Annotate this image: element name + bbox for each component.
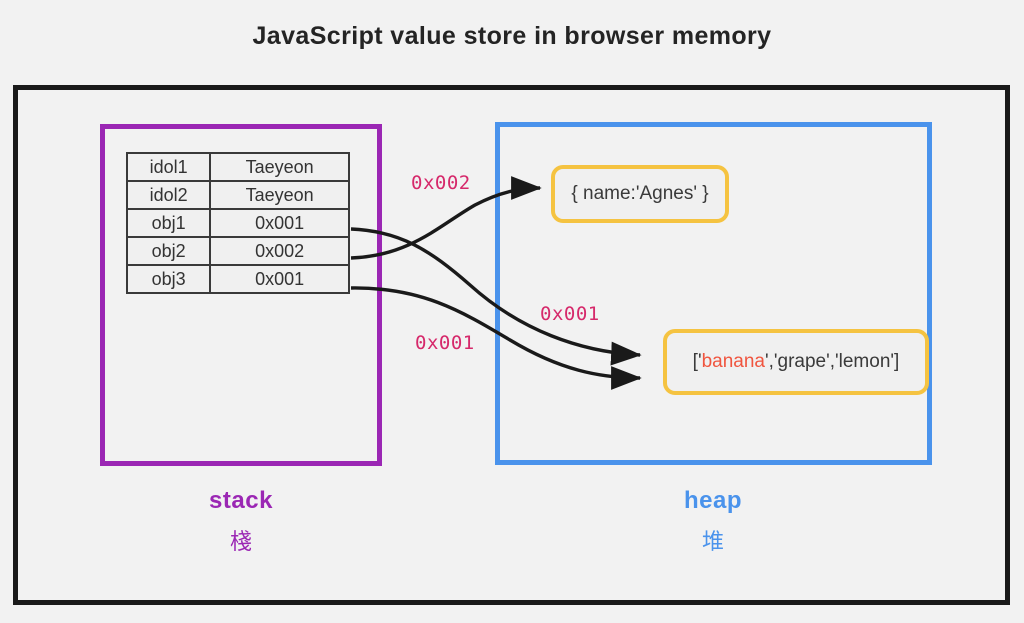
table-row: idol1 Taeyeon xyxy=(125,152,350,182)
array-suffix: ','grape','lemon'] xyxy=(764,351,900,372)
pointer-label-obj3: 0x001 xyxy=(415,332,475,354)
stack-row-key: obj3 xyxy=(125,264,212,294)
stack-table: idol1 Taeyeon idol2 Taeyeon obj1 0x001 o… xyxy=(125,152,350,294)
table-row: obj2 0x002 xyxy=(125,236,350,266)
stack-row-value: 0x001 xyxy=(209,208,350,238)
pointer-label-obj2: 0x002 xyxy=(411,172,471,194)
stack-caption-en: stack xyxy=(209,487,273,514)
stack-row-value: 0x002 xyxy=(209,236,350,266)
page-title: JavaScript value store in browser memory xyxy=(252,22,772,50)
stack-row-value: 0x001 xyxy=(209,264,350,294)
stack-row-key: obj2 xyxy=(125,236,212,266)
array-highlight-banana: banana xyxy=(701,351,765,372)
heap-caption-en: heap xyxy=(683,487,742,514)
heap-object-text: { name:'Agnes' } xyxy=(571,183,709,204)
table-row: idol2 Taeyeon xyxy=(125,180,350,210)
table-row: obj1 0x001 xyxy=(125,208,350,238)
heap-object-array: ['banana','grape','lemon'] xyxy=(663,329,929,395)
stack-row-key: idol1 xyxy=(125,152,212,182)
stack-caption-cjk: 棧 xyxy=(229,529,252,554)
stack-row-value: Taeyeon xyxy=(209,180,350,210)
stack-row-key: obj1 xyxy=(125,208,212,238)
heap-object-agnes: { name:'Agnes' } xyxy=(551,165,729,223)
stack-row-value: Taeyeon xyxy=(209,152,350,182)
stack-caption: stack 棧 xyxy=(141,487,341,556)
heap-caption: heap 堆 xyxy=(613,487,813,556)
array-prefix: [' xyxy=(692,351,702,372)
pointer-label-obj1: 0x001 xyxy=(540,303,600,325)
heap-caption-cjk: 堆 xyxy=(701,529,724,554)
table-row: obj3 0x001 xyxy=(125,264,350,294)
stack-row-key: idol2 xyxy=(125,180,212,210)
